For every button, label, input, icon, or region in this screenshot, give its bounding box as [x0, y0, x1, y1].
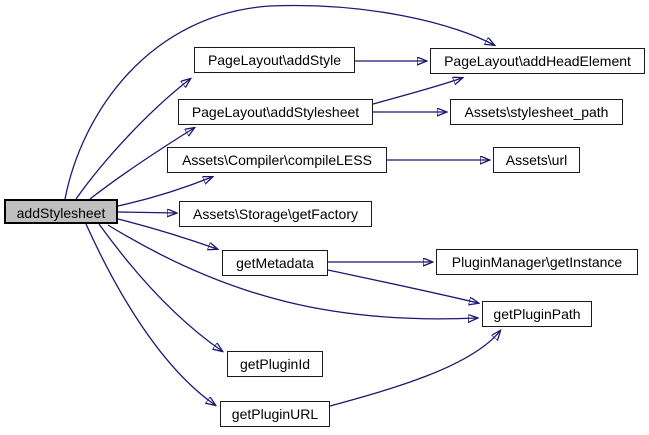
node-pagelayout-addstylesheet[interactable]: PageLayout\addStylesheet — [178, 99, 373, 125]
node-pagelayout-addheadelement[interactable]: PageLayout\addHeadElement — [430, 48, 645, 74]
node-assets-stylesheet-path[interactable]: Assets\stylesheet_path — [450, 99, 623, 125]
node-addStylesheet: addStylesheet — [4, 199, 118, 224]
edge-addStylesheet-getPluginURL — [85, 223, 215, 405]
node-assets-url[interactable]: Assets\url — [493, 147, 580, 173]
edge-addStylesheet-getMetadata — [117, 218, 217, 249]
node-getpluginurl[interactable]: getPluginURL — [220, 401, 330, 427]
edge-addStylesheet-addStylesheet2 — [89, 128, 194, 200]
edge-addStylesheet-addStyle — [75, 79, 190, 200]
edge-addStylesheet-getFactory — [117, 212, 176, 213]
node-assets-storage-getfactory[interactable]: Assets\Storage\getFactory — [179, 201, 372, 227]
edge-getPluginURL-getPluginPath — [329, 331, 500, 407]
node-getpluginid[interactable]: getPluginId — [227, 351, 323, 377]
node-getmetadata[interactable]: getMetadata — [222, 250, 328, 276]
node-pluginmanager-getinstance[interactable]: PluginManager\getInstance — [436, 249, 638, 275]
edge-addStylesheet-getPluginPath — [107, 224, 477, 319]
edge-addStylesheet-compileLESS — [117, 177, 212, 207]
node-pagelayout-addstyle[interactable]: PageLayout\addStyle — [194, 47, 355, 73]
edge-addStylesheet2-addHeadElement — [372, 78, 462, 105]
node-assets-compiler-compileless[interactable]: Assets\Compiler\compileLESS — [167, 147, 387, 173]
node-getpluginpath[interactable]: getPluginPath — [482, 301, 592, 327]
edge-addStylesheet-addHeadElement — [64, 4, 494, 200]
edge-addStylesheet-getPluginId — [98, 223, 222, 351]
edge-getMetadata-getPluginPath — [327, 269, 478, 303]
